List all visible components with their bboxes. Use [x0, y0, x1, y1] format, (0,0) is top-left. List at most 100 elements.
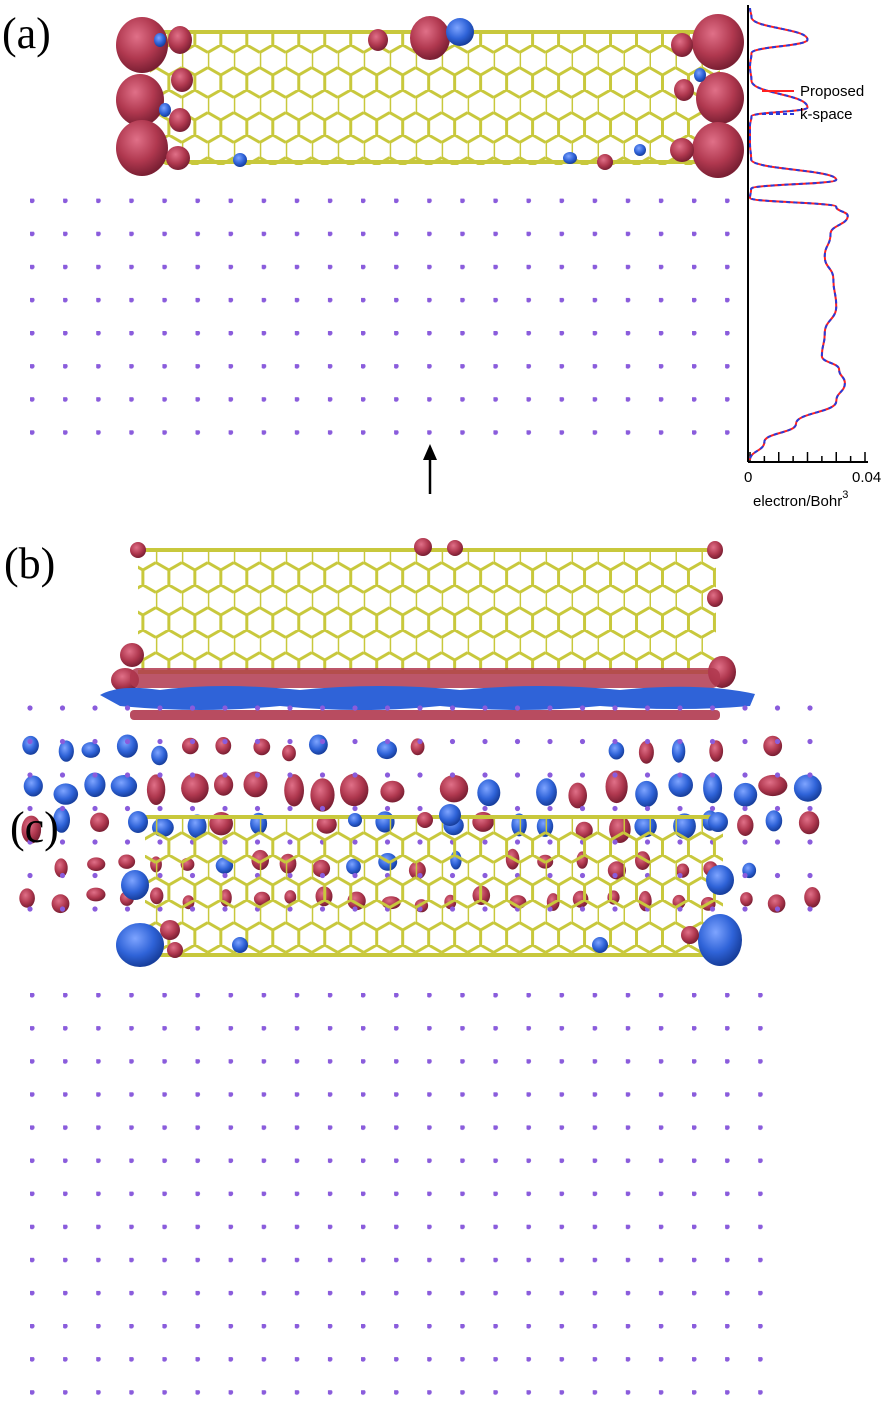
red-lobe: [130, 542, 146, 558]
surface-atom: [644, 738, 651, 745]
surface-atom: [482, 772, 488, 778]
red-lobe: [414, 538, 432, 556]
red-lobe: [167, 942, 183, 958]
surface-atom: [27, 705, 33, 711]
red-lobe: [568, 782, 587, 809]
surface-atom: [547, 805, 553, 812]
surface-atom: [774, 705, 781, 711]
blue-lobe: [708, 812, 728, 832]
surface-atom: [612, 738, 618, 745]
surface-atom: [709, 772, 716, 778]
blue-lobe: [110, 775, 138, 797]
red-lobe: [243, 771, 268, 798]
red-lobe: [380, 780, 405, 803]
blue-lobe: [733, 782, 758, 807]
legend-label-kspace: k-space: [800, 106, 853, 123]
blue-lobe: [348, 813, 362, 827]
surface-atom: [774, 872, 781, 879]
red-lobe: [692, 122, 744, 178]
surface-atom: [514, 772, 521, 778]
density-lobes-a: [116, 14, 744, 178]
blue-lobe: [53, 807, 70, 833]
red-lobe: [181, 773, 209, 803]
surface-atom: [579, 772, 586, 778]
red-lobe: [692, 14, 744, 70]
blue-lobe: [121, 870, 149, 900]
red-lobe: [90, 812, 110, 832]
profile-x-ticks: [749, 452, 866, 462]
surface-atom: [254, 738, 261, 745]
surface-atom: [124, 839, 131, 845]
surface-atom: [124, 906, 131, 912]
legend-label-proposed: Proposed: [800, 83, 864, 100]
surface-atom: [774, 906, 781, 912]
red-lobe: [86, 887, 106, 902]
red-lobe: [146, 774, 166, 805]
surface-atom: [612, 772, 618, 778]
blue-lobe: [698, 914, 742, 966]
panel-a-label: (a): [2, 9, 51, 58]
surface-atom: [287, 738, 293, 745]
surface-atom: [157, 705, 163, 711]
surface-atom: [742, 839, 748, 845]
surface-atom: [59, 772, 66, 778]
red-lobe: [696, 72, 744, 124]
surface-atom: [222, 805, 228, 812]
blue-lobe: [563, 152, 577, 164]
blue-lobe: [23, 775, 43, 797]
surface-atom: [449, 705, 456, 711]
blue-lobe: [536, 778, 557, 806]
surface-atom: [287, 772, 293, 778]
blue-lobe: [668, 773, 693, 797]
density-lobes-b-top: [111, 538, 736, 692]
red-lobe: [737, 814, 754, 836]
red-lobe: [707, 589, 723, 607]
surface-atom: [189, 738, 196, 745]
surface-atom: [482, 805, 488, 812]
surface-atom: [222, 772, 228, 778]
red-lobe: [120, 643, 144, 667]
blue-lobe: [116, 923, 164, 967]
surface-atom: [352, 738, 358, 745]
blue-lobe: [128, 811, 148, 833]
surface-atom: [157, 738, 163, 745]
surface-atom: [742, 906, 748, 912]
surface-atom: [27, 872, 33, 879]
surface-atom: [157, 772, 163, 778]
surface-atom: [124, 705, 131, 711]
red-lobe: [798, 811, 820, 835]
blue-lobe: [58, 740, 74, 762]
blue-lobe: [477, 779, 501, 807]
surface-atom: [319, 805, 326, 812]
tube-lattice: [145, 815, 723, 957]
surface-atom: [449, 738, 456, 745]
surface-atom: [27, 906, 33, 912]
blue-lobe: [309, 734, 328, 755]
surface-atom: [352, 705, 358, 711]
blue-lobe: [694, 68, 706, 82]
surface-atom: [774, 839, 781, 845]
surface-atom: [352, 772, 358, 778]
surface-atom: [27, 805, 33, 812]
interface-red-band-lower: [130, 710, 720, 720]
surface-atom: [124, 738, 131, 745]
nanotube-c: [145, 815, 723, 957]
surface-atom: [579, 738, 586, 745]
surface-atom: [384, 805, 391, 812]
surface-atom: [319, 705, 326, 711]
surface-atom: [774, 738, 781, 745]
surface-atom: [807, 705, 813, 711]
surface-atom: [579, 805, 586, 812]
red-lobe: [166, 146, 190, 170]
surface-atom: [709, 805, 716, 812]
red-lobe: [767, 894, 786, 913]
surface-atom: [27, 839, 33, 845]
surface-atom: [59, 805, 66, 812]
profile-tick-0: 0: [744, 469, 752, 486]
red-lobe: [709, 740, 724, 762]
red-lobe: [740, 892, 753, 907]
surface-atom: [677, 705, 683, 711]
red-lobe: [758, 774, 788, 797]
interface-charge-layer: [100, 668, 755, 720]
